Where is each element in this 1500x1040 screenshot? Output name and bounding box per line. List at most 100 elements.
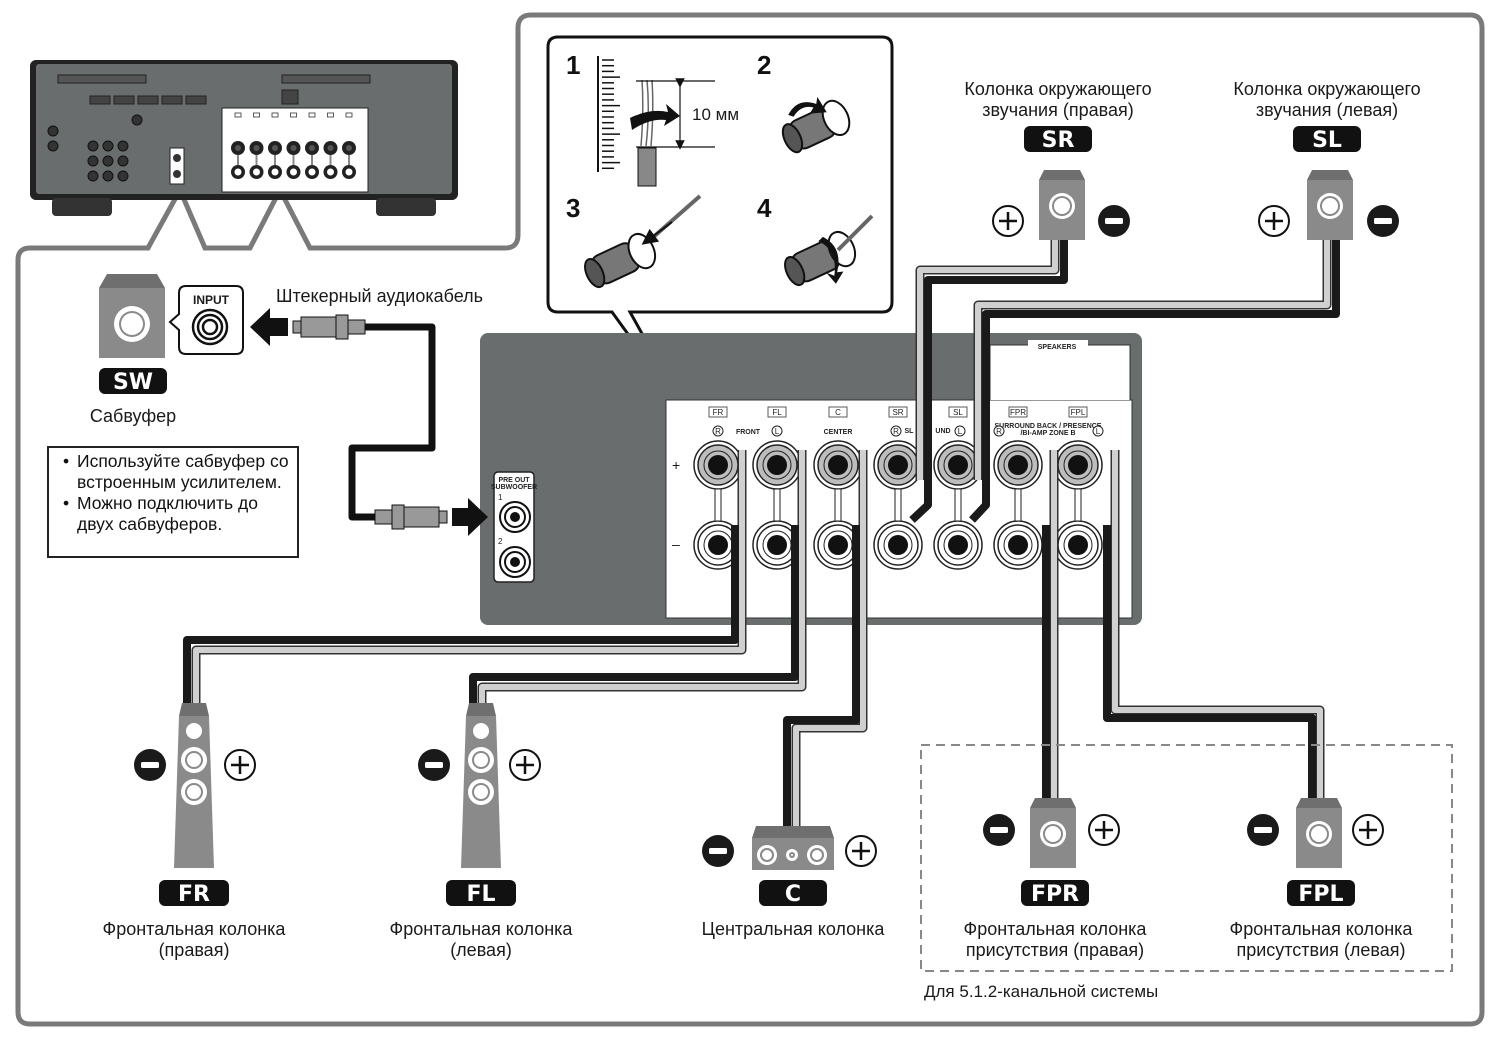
zone-b-label: /BI-AMP ZONE B — [1020, 430, 1075, 437]
svg-text:SL: SL — [953, 408, 963, 417]
pre-out-title: PRE OUT — [498, 477, 530, 484]
channel-mark-l: L — [954, 425, 966, 437]
speakers-header: SPEAKERS — [1038, 344, 1077, 351]
plus-terminal-icon — [224, 749, 256, 781]
badge-sr: SR — [1024, 126, 1092, 153]
speaker-terminal-fpl-plus[interactable] — [1053, 440, 1103, 490]
speaker-fpr-icon — [1030, 798, 1076, 868]
rca-cable-label: Штекерный аудиокабель — [276, 286, 483, 306]
svg-text:C: C — [835, 408, 841, 417]
badge-sl: SL — [1293, 126, 1361, 153]
channel-mark-l: L — [771, 425, 783, 437]
speaker-sr-icon — [1039, 170, 1085, 240]
svg-text:R: R — [996, 427, 1002, 436]
speaker-terminal-fl-plus[interactable] — [752, 440, 802, 490]
pre-out-subtitle: SUBWOOFER — [491, 484, 537, 491]
speaker-fl-icon — [461, 703, 501, 868]
badge-text: FL — [466, 882, 495, 907]
speaker-terminal-c-minus[interactable] — [813, 520, 863, 570]
subwoofer-notes: Используйте сабвуфер со встроенным усили… — [47, 446, 299, 558]
cable-fr — [183, 450, 747, 705]
channel-mark-l: L — [1092, 425, 1104, 437]
binding-post-loosen-icon — [781, 96, 851, 154]
strip-length-label: 10 мм — [692, 105, 739, 124]
subwoofer-input-callout: INPUT — [168, 285, 244, 355]
minus-terminal-icon — [1367, 205, 1399, 237]
svg-text:L: L — [775, 427, 780, 436]
speaker-caption-line2: (левая) — [450, 940, 512, 960]
speaker-caption-line1: Фронтальная колонка — [103, 919, 287, 939]
badge-sw-text: SW — [113, 370, 153, 395]
surround-group-label-a: SL — [905, 428, 915, 435]
svg-text:FR: FR — [713, 408, 724, 417]
speaker-caption-line2: (правая) — [159, 940, 230, 960]
cable-c — [783, 450, 868, 828]
pre-out-jack-1[interactable] — [499, 501, 531, 533]
speaker-terminal-c-plus[interactable] — [813, 440, 863, 490]
cable-sr — [909, 238, 1068, 523]
step-2-number: 2 — [757, 50, 771, 80]
speaker-terminal-sl-plus[interactable] — [933, 440, 983, 490]
badge-text: FR — [178, 882, 210, 907]
subwoofer-input-jack[interactable] — [191, 308, 229, 346]
rca-plug-top-icon — [292, 314, 366, 340]
badge-text: FPL — [1298, 882, 1343, 907]
arrow-to-subwoofer-icon — [250, 308, 288, 346]
speaker-terminal-fpr-minus[interactable] — [993, 520, 1043, 570]
speaker-c-icon — [752, 826, 834, 870]
step-4-number: 4 — [757, 193, 772, 223]
step-1-number: 1 — [566, 50, 580, 80]
speaker-fpl-icon — [1296, 798, 1342, 868]
step-3-number: 3 — [566, 193, 580, 223]
speaker-terminal-fpr-plus[interactable] — [993, 440, 1043, 490]
minus-terminal-icon — [418, 749, 450, 781]
channel-mark-r: R — [993, 425, 1005, 437]
plus-terminal-icon — [992, 205, 1024, 237]
front-group-label: FRONT — [736, 429, 761, 436]
speaker-caption-line1: Центральная колонка — [702, 919, 886, 939]
speaker-terminal-fr-plus[interactable] — [693, 440, 743, 490]
speaker-caption-line1: Колонка окружающего — [964, 79, 1151, 99]
terminal-tag-fpr: FPR — [1008, 406, 1028, 418]
stripped-wire-icon — [630, 78, 715, 187]
svg-text:FL: FL — [772, 408, 782, 417]
speaker-caption-line2: звучания (правая) — [982, 100, 1133, 120]
speaker-terminal-fpl-minus[interactable] — [1053, 520, 1103, 570]
optional-group-label: Для 5.1.2-канальной системы — [924, 982, 1158, 1001]
surround-group-label-b: UND — [935, 428, 950, 435]
badge-fpr: FPR — [1021, 880, 1089, 907]
channel-mark-r: R — [712, 425, 724, 437]
speaker-terminal-sr-minus[interactable] — [873, 520, 923, 570]
speaker-caption-line2: звучания (левая) — [1256, 100, 1398, 120]
svg-text:L: L — [958, 427, 963, 436]
badge-text: SR — [1042, 128, 1075, 153]
badge-text: FPR — [1031, 882, 1079, 907]
terminal-tag-sr: SR — [888, 406, 908, 418]
pre-out-port-2-label: 2 — [498, 537, 503, 546]
terminal-tag-c: C — [828, 406, 848, 418]
badge-fl: FL — [446, 880, 516, 907]
cable-fl — [469, 450, 807, 705]
binding-post-insert-icon — [584, 232, 657, 289]
polarity-plus-label: + — [672, 457, 680, 473]
optional-5-1-2-group — [920, 744, 1453, 972]
svg-text:FPL: FPL — [1071, 408, 1086, 417]
plus-terminal-icon — [1258, 205, 1290, 237]
svg-text:L: L — [1096, 427, 1101, 436]
channel-mark-r: R — [890, 425, 902, 437]
ruler-icon — [597, 56, 620, 172]
minus-terminal-icon — [983, 814, 1015, 846]
speaker-terminal-sr-plus[interactable] — [873, 440, 923, 490]
badge-text: SL — [1312, 128, 1342, 153]
binding-post-tighten-icon — [784, 230, 857, 287]
speaker-caption-line1: Фронтальная колонка — [1230, 919, 1414, 939]
pre-out-port-1-label: 1 — [498, 493, 503, 502]
speaker-terminal-sl-minus[interactable] — [933, 520, 983, 570]
plus-terminal-icon — [509, 749, 541, 781]
badge-fpl: FPL — [1287, 880, 1355, 907]
minus-terminal-icon — [1098, 205, 1130, 237]
plus-terminal-icon — [1088, 814, 1120, 846]
svg-text:R: R — [893, 427, 899, 436]
pre-out-jack-2[interactable] — [499, 546, 531, 578]
speaker-caption-line1: Колонка окружающего — [1233, 79, 1420, 99]
